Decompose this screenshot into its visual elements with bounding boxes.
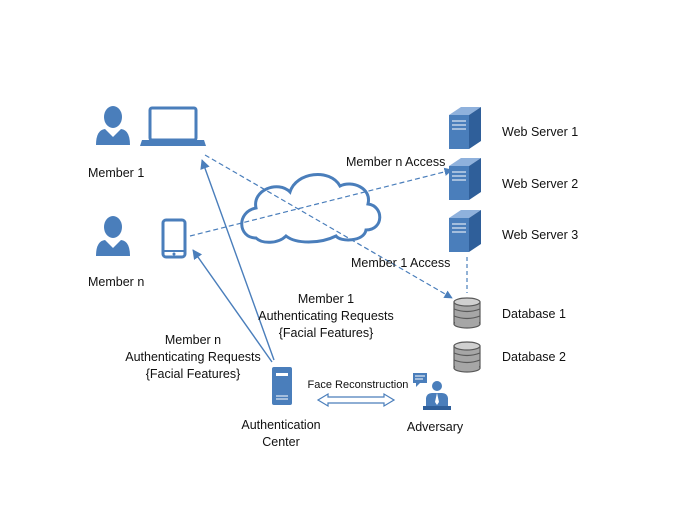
smartphone-icon	[161, 218, 187, 259]
membern-auth-line3: {Facial Features}	[146, 367, 241, 381]
web-server-3-icon	[449, 210, 481, 252]
membern-auth-line1: Member n	[165, 333, 221, 347]
membern-auth-line2: Authenticating Requests	[125, 350, 261, 364]
member1-auth-request-arrow	[200, 159, 275, 361]
cloud-icon	[240, 173, 382, 244]
adversary-icon	[413, 373, 451, 410]
adversary-label: Adversary	[407, 420, 464, 434]
member1-access-label: Member 1 Access	[351, 256, 450, 270]
member1-person-icon	[96, 106, 130, 145]
web-server-2-icon	[449, 158, 481, 200]
web-server-3-label: Web Server 3	[502, 228, 578, 242]
face-reconstruction-arrow	[316, 392, 396, 408]
database-2-icon	[453, 341, 481, 373]
web-server-2-label: Web Server 2	[502, 177, 578, 191]
server-tower-icon	[272, 367, 292, 405]
member1-label: Member 1	[88, 166, 144, 180]
member1-auth-line1: Member 1	[298, 292, 354, 306]
auth-center-line1: Authentication	[241, 418, 320, 432]
membern-person-icon	[96, 216, 130, 256]
web-server-1-label: Web Server 1	[502, 125, 578, 139]
membern-access-arrow	[189, 167, 453, 237]
member1-auth-line2: Authenticating Requests	[258, 309, 394, 323]
face-reconstruction-label: Face Reconstruction	[308, 379, 409, 391]
membern-auth-request-arrow	[192, 249, 273, 363]
database-1-icon	[453, 297, 481, 329]
laptop-icon	[140, 106, 206, 146]
auth-center-line2: Center	[262, 435, 300, 449]
membern-label: Member n	[88, 275, 144, 289]
database-1-label: Database 1	[502, 307, 566, 321]
database-2-label: Database 2	[502, 350, 566, 364]
web-server-1-icon	[449, 107, 481, 149]
member1-auth-line3: {Facial Features}	[279, 326, 374, 340]
membern-access-label: Member n Access	[346, 155, 445, 169]
